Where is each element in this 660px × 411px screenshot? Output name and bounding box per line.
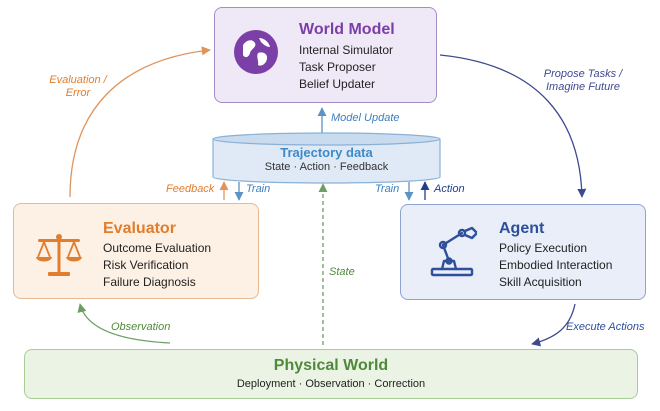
world-model-line: Internal Simulator [299, 43, 394, 57]
evaluator-line: Risk Verification [103, 258, 189, 272]
evaluator-functions: Outcome Evaluation Risk Verification Fai… [103, 240, 211, 291]
trajectory-cylinder [212, 132, 441, 184]
edge-propose-tasks [439, 54, 587, 198]
evaluator-line: Failure Diagnosis [103, 275, 196, 289]
label-propose-tasks-line: Imagine Future [546, 81, 620, 93]
label-evaluation-error-line: Error [65, 87, 91, 99]
evaluator-title: Evaluator [103, 220, 176, 237]
edge-execute-actions [531, 303, 576, 347]
physical-world-subtitle: Deployment · Observation · Correction [236, 378, 426, 390]
agent-title: Agent [499, 220, 545, 237]
label-propose-tasks: Propose Tasks / Imagine Future [528, 68, 638, 94]
label-state: State [329, 266, 355, 278]
globe-icon [234, 30, 278, 74]
physical-world-title: Physical World [273, 357, 389, 374]
edge-observation [77, 303, 171, 344]
label-propose-tasks-line: Propose Tasks / [543, 68, 623, 80]
label-evaluation-error-line: Evaluation / [49, 74, 107, 86]
world-model-line: Belief Updater [299, 77, 376, 91]
agent-line: Embodied Interaction [499, 258, 613, 272]
label-model-update: Model Update [331, 112, 400, 124]
label-train-right: Train [375, 183, 400, 195]
label-observation: Observation [111, 321, 171, 333]
agent-functions: Policy Execution Embodied Interaction Sk… [499, 240, 612, 291]
evaluator-box [13, 203, 259, 299]
trajectory-title: Trajectory data [280, 145, 373, 160]
agent-line: Policy Execution [499, 241, 588, 255]
label-evaluation-error: Evaluation / Error [38, 74, 118, 100]
label-execute-actions: Execute Actions [566, 321, 645, 333]
evaluator-line: Outcome Evaluation [103, 241, 212, 255]
label-feedback: Feedback [166, 183, 215, 195]
trajectory-subtitle: State · Action · Feedback [264, 161, 389, 173]
label-action: Action [434, 183, 465, 195]
world-model-line: Task Proposer [299, 60, 376, 74]
label-train-left: Train [246, 183, 271, 195]
edge-evaluation-error [69, 46, 211, 198]
robot-arm-icon [430, 226, 478, 277]
physical-world-box [24, 349, 638, 399]
world-model-functions: Internal Simulator Task Proposer Belief … [299, 42, 393, 93]
world-model-title: World Model [299, 21, 395, 38]
agent-line: Skill Acquisition [499, 275, 582, 289]
scales-icon [36, 234, 82, 276]
agent-box [400, 204, 646, 300]
